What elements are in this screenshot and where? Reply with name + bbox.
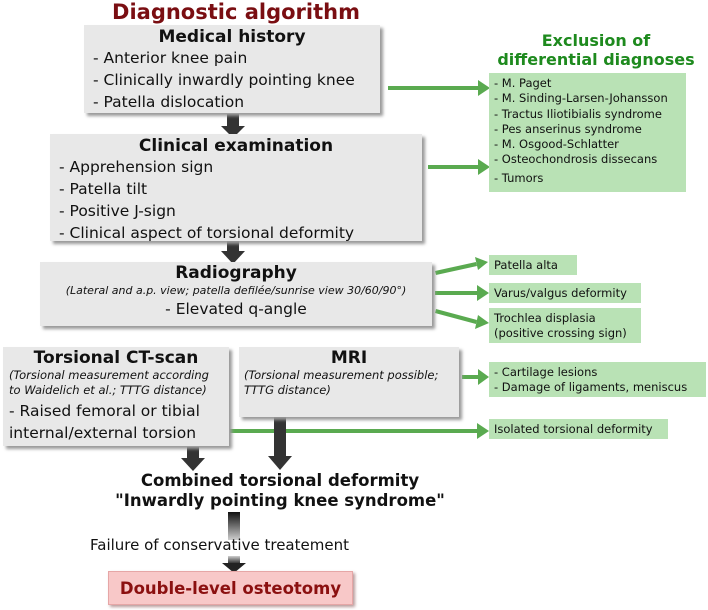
ct-scan-box: Torsional CT-scan (Torsional measurement… <box>3 347 229 446</box>
ct-scan-subtitle: to Waidelich et al.; TTTG distance) <box>9 383 207 397</box>
exam-item: - Apprehension sign <box>59 158 214 176</box>
history-item: - Patella dislocation <box>93 93 245 111</box>
mri-title: MRI <box>330 348 368 368</box>
ct-scan-item: - Raised femoral or tibial <box>9 402 200 420</box>
arrow-combined-to-failure <box>228 512 240 540</box>
ct-scan-title: Torsional CT-scan <box>33 348 199 368</box>
history-item: - Anterior knee pain <box>93 49 248 67</box>
exclusion-list: - M. Paget - M. Sinding-Larsen-Johansson… <box>489 73 686 192</box>
failure-label: Failure of conservative treatement <box>90 536 349 554</box>
ct-scan-item: internal/external torsion <box>9 424 197 442</box>
radiography-subtitle: (Lateral and a.p. view; patella defilée/… <box>65 284 407 297</box>
arrow-exam-to-radiography <box>221 241 245 264</box>
arrow-radiography-to-varus-valgus <box>435 285 489 301</box>
page-title: Diagnostic algorithm <box>112 0 360 24</box>
exclusion-heading-line: Exclusion of <box>541 31 651 50</box>
arrow-radiography-to-patella-alta <box>435 257 488 275</box>
mri-subtitle: TTTG distance) <box>244 383 331 397</box>
radiography-box: Radiography (Lateral and a.p. view; pate… <box>40 262 432 326</box>
medical-history-title: Medical history <box>158 27 306 47</box>
mri-subtitle: (Torsional measurement possible; <box>244 368 439 382</box>
radiography-item: - Elevated q-angle <box>165 300 307 318</box>
exam-item: - Clinical aspect of torsional deformity <box>59 224 355 242</box>
combined-line: "Inwardly pointing knee syndrome" <box>115 491 445 510</box>
arrow-mri-to-findings <box>462 369 489 385</box>
mri-finding: - Damage of ligaments, meniscus <box>494 380 688 395</box>
exam-item: - Positive J-sign <box>59 202 176 220</box>
arrow-ct-to-combined <box>181 447 205 471</box>
trochlea-line: (positive crossing sign) <box>494 326 627 341</box>
arrow-history-to-exclusion <box>388 80 490 96</box>
exclusion-item: - M. Paget <box>494 76 552 90</box>
trochlea-line: Trochlea displasia <box>494 311 596 325</box>
clinical-exam-title: Clinical examination <box>138 136 334 156</box>
exam-item: - Patella tilt <box>59 180 148 198</box>
combined-line: Combined torsional deformity <box>140 471 420 490</box>
isolated-box: Isolated torsional deformity <box>489 419 668 439</box>
arrow-failure-to-osteotomy <box>222 556 246 573</box>
arrow-radiography-to-trochlea <box>435 309 489 329</box>
exclusion-heading-line: differential diagnoses <box>497 50 695 69</box>
exclusion-item: - Tractus Iliotibialis syndrome <box>494 106 662 121</box>
exclusion-item: - M. Osgood-Schlatter <box>494 137 619 152</box>
exclusion-item: - Osteochondrosis dissecans <box>494 152 658 167</box>
arrow-history-to-exam <box>221 114 245 138</box>
ct-scan-subtitle: (Torsional measurement according <box>9 368 209 382</box>
mri-findings-box: - Cartilage lesions - Damage of ligament… <box>489 362 706 397</box>
varus-valgus-box: Varus/valgus deformity <box>489 283 641 303</box>
exclusion-item: - Pes anserinus syndrome <box>494 121 642 136</box>
history-item: - Clinically inwardly pointing knee <box>93 71 355 89</box>
clinical-exam-box: Clinical examination - Apprehension sign… <box>50 134 422 242</box>
arrow-ct-to-isolated <box>230 423 489 439</box>
arrow-mri-to-combined <box>268 417 292 470</box>
mri-box: MRI (Torsional measurement possible; TTT… <box>239 347 459 417</box>
patella-alta-box: Patella alta <box>489 255 577 275</box>
exclusion-heading: Exclusion of differential diagnoses <box>485 31 707 69</box>
combined-deformity: Combined torsional deformity "Inwardly p… <box>0 471 560 511</box>
trochlea-box: Trochlea displasia (positive crossing si… <box>489 308 641 343</box>
exclusion-item: - M. Sinding-Larsen-Johansson <box>494 91 668 106</box>
final-osteotomy-box: Double-level osteotomy <box>108 571 353 605</box>
medical-history-box: Medical history - Anterior knee pain - C… <box>84 25 380 113</box>
mri-finding: - Cartilage lesions <box>494 365 598 379</box>
arrow-exam-to-exclusion <box>428 159 490 175</box>
exclusion-item: - Tumors <box>494 170 544 185</box>
radiography-title: Radiography <box>175 263 297 283</box>
